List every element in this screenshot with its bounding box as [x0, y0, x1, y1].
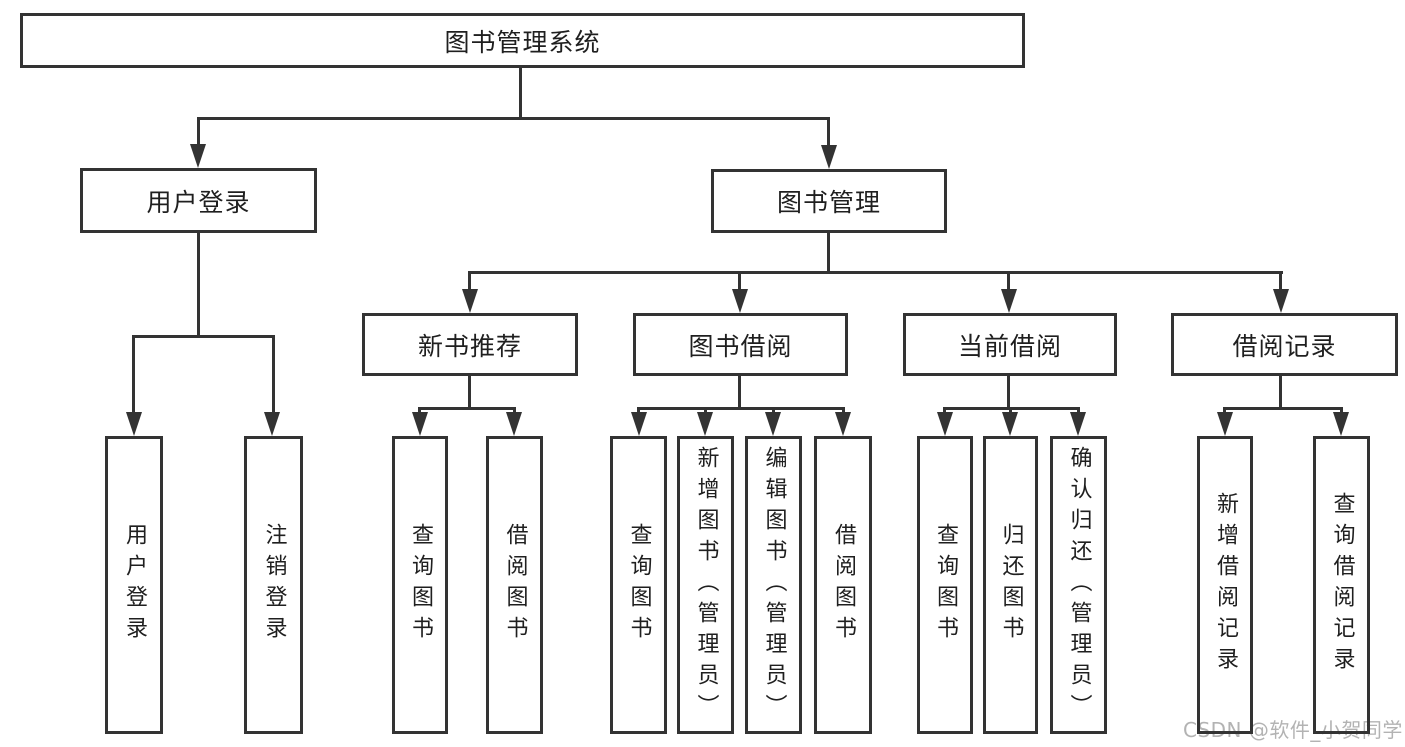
leaf-borrow-query-book: 查询图书 — [610, 436, 667, 734]
leaf-borrow-add-book-admin: 新增图书（管理员） — [677, 436, 734, 734]
arrow-down-icon — [631, 412, 647, 436]
node-current-borrow-label: 当前借阅 — [957, 331, 1062, 361]
connector-vline — [943, 407, 946, 414]
arrow-down-icon — [732, 289, 748, 313]
connector-hline — [418, 407, 516, 410]
connector-vline — [1340, 407, 1343, 414]
leaf-user-login: 用户登录 — [105, 436, 163, 734]
connector-vline — [827, 233, 830, 274]
arrow-down-icon — [1333, 412, 1349, 436]
leaf-records-query-record-label: 查询借阅记录 — [1329, 492, 1355, 678]
connector-vline — [637, 407, 640, 414]
arrow-down-icon — [765, 412, 781, 436]
leaf-records-add-record: 新增借阅记录 — [1197, 436, 1253, 734]
arrow-down-icon — [1070, 412, 1086, 436]
arrow-down-icon — [462, 289, 478, 313]
leaf-borrow-borrow-book-label: 借阅图书 — [831, 523, 856, 647]
leaf-current-query-book-label: 查询图书 — [933, 523, 958, 647]
leaf-recommend-borrow-book: 借阅图书 — [486, 436, 543, 734]
connector-hline — [1223, 407, 1343, 410]
connector-vline — [738, 271, 741, 291]
leaf-logout-login: 注销登录 — [244, 436, 303, 734]
leaf-borrow-query-book-label: 查询图书 — [626, 523, 652, 647]
leaf-records-add-record-label: 新增借阅记录 — [1213, 492, 1238, 678]
connector-hline — [637, 407, 845, 410]
leaf-current-confirm-return-admin-label: 确认归还（管理员） — [1066, 445, 1092, 725]
connector-vline — [1223, 407, 1226, 414]
leaf-current-return-book: 归还图书 — [983, 436, 1038, 734]
leaf-recommend-query-book: 查询图书 — [392, 436, 448, 734]
connector-vline — [1077, 407, 1080, 414]
node-book-borrow: 图书借阅 — [633, 313, 848, 376]
node-current-borrow: 当前借阅 — [903, 313, 1117, 376]
connector-vline — [738, 376, 741, 410]
node-new-book-recommend-label: 新书推荐 — [417, 331, 522, 361]
arrow-down-icon — [1002, 412, 1018, 436]
arrow-down-icon — [506, 412, 522, 436]
leaf-borrow-edit-book-admin-label: 编辑图书（管理员） — [761, 445, 787, 725]
connector-vline — [827, 117, 830, 145]
leaf-recommend-query-book-label: 查询图书 — [408, 523, 433, 647]
node-borrow-records: 借阅记录 — [1171, 313, 1398, 376]
node-borrow-records-label: 借阅记录 — [1232, 331, 1337, 361]
connector-hline — [197, 117, 830, 120]
connector-vline — [1009, 407, 1012, 414]
connector-vline — [132, 335, 135, 412]
arrow-down-icon — [126, 412, 142, 436]
connector-vline — [197, 232, 200, 336]
connector-vline — [519, 68, 522, 118]
leaf-borrow-add-book-admin-label: 新增图书（管理员） — [693, 445, 719, 725]
leaf-current-confirm-return-admin: 确认归还（管理员） — [1050, 436, 1107, 734]
arrow-down-icon — [190, 144, 206, 168]
leaf-borrow-edit-book-admin: 编辑图书（管理员） — [745, 436, 802, 734]
arrow-down-icon — [1001, 289, 1017, 313]
arrow-down-icon — [412, 412, 428, 436]
connector-vline — [842, 407, 845, 414]
connector-vline — [197, 117, 200, 145]
connector-vline — [272, 335, 275, 412]
connector-hline — [468, 271, 1283, 274]
leaf-logout-login-label: 注销登录 — [261, 523, 287, 647]
arrow-down-icon — [1273, 289, 1289, 313]
arrow-down-icon — [835, 412, 851, 436]
leaf-records-query-record: 查询借阅记录 — [1313, 436, 1370, 734]
node-root-label: 图书管理系统 — [444, 27, 601, 57]
node-book-borrow-label: 图书借阅 — [688, 331, 793, 361]
connector-vline — [1279, 271, 1282, 291]
connector-vline — [704, 407, 707, 414]
arrow-down-icon — [937, 412, 953, 436]
connector-vline — [513, 407, 516, 414]
arrow-down-icon — [1217, 412, 1233, 436]
arrow-down-icon — [821, 145, 837, 169]
leaf-recommend-borrow-book-label: 借阅图书 — [502, 523, 528, 647]
leaf-borrow-borrow-book: 借阅图书 — [814, 436, 872, 734]
connector-vline — [1007, 376, 1010, 410]
node-book-management: 图书管理 — [711, 169, 947, 233]
connector-vline — [468, 271, 471, 291]
connector-vline — [772, 407, 775, 414]
arrow-down-icon — [697, 412, 713, 436]
node-user-login-label: 用户登录 — [146, 187, 251, 217]
connector-vline — [418, 407, 421, 414]
connector-hline — [133, 335, 275, 338]
node-new-book-recommend: 新书推荐 — [362, 313, 578, 376]
arrow-down-icon — [264, 412, 280, 436]
node-root: 图书管理系统 — [20, 13, 1025, 68]
leaf-current-return-book-label: 归还图书 — [998, 523, 1024, 647]
connector-vline — [468, 376, 471, 410]
leaf-current-query-book: 查询图书 — [917, 436, 973, 734]
node-book-management-label: 图书管理 — [776, 188, 881, 217]
connector-vline — [1007, 271, 1010, 291]
leaf-user-login-label: 用户登录 — [122, 523, 147, 647]
node-user-login: 用户登录 — [80, 168, 317, 233]
watermark: CSDN @软件_小贺同学 — [1183, 718, 1403, 742]
connector-vline — [1279, 376, 1282, 410]
